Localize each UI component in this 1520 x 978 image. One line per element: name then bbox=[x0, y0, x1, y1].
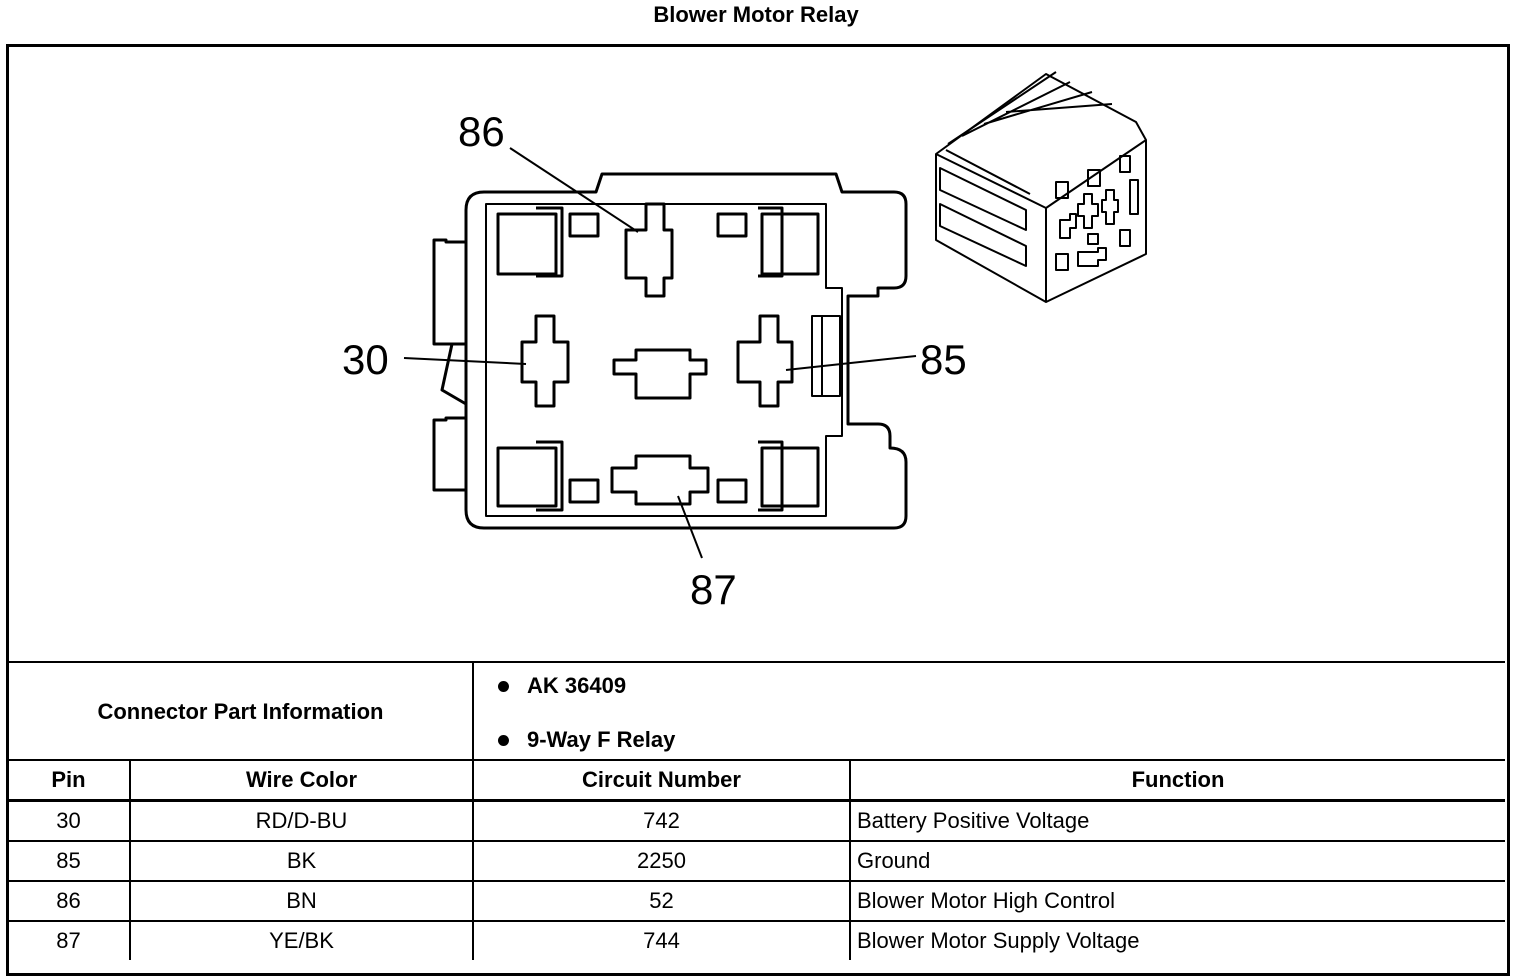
cell-pin: 86 bbox=[8, 880, 131, 922]
connector-info-label: Connector Part Information bbox=[9, 663, 474, 760]
left-latch-wedge bbox=[440, 342, 467, 406]
bullet-icon bbox=[498, 680, 509, 692]
left-latch-bottom bbox=[432, 416, 466, 492]
leader-30 bbox=[403, 357, 527, 365]
connector-part-information: Connector Part Information AK 36409 9-Wa… bbox=[9, 661, 1505, 760]
cell-pin: 85 bbox=[8, 840, 131, 882]
header-circuit-number: Circuit Number bbox=[472, 759, 851, 802]
connector-info-items: AK 36409 9-Way F Relay bbox=[474, 663, 1505, 760]
cell-circuit: 52 bbox=[472, 880, 851, 922]
cell-pin: 30 bbox=[8, 799, 131, 842]
small-cavity-2 bbox=[716, 212, 748, 238]
cell-circuit: 742 bbox=[472, 799, 851, 842]
pin-label-85: 85 bbox=[920, 336, 967, 383]
cavity-top-left bbox=[496, 206, 564, 278]
cell-wire-color: BN bbox=[129, 880, 474, 922]
connector-info-item: AK 36409 bbox=[498, 673, 626, 699]
small-cavity-4 bbox=[716, 478, 748, 504]
table-row: 87 YE/BK 744 Blower Motor Supply Voltage bbox=[8, 920, 1505, 960]
header-function: Function bbox=[849, 759, 1505, 802]
leader-85 bbox=[785, 355, 917, 371]
terminal-30 bbox=[520, 314, 570, 408]
connector-diagram: 86 30 85 87 bbox=[6, 44, 1507, 661]
terminal-86 bbox=[624, 202, 674, 298]
header-pin: Pin bbox=[8, 759, 131, 802]
cell-function: Ground bbox=[849, 840, 1505, 882]
left-latch-top bbox=[432, 238, 466, 346]
cell-function: Battery Positive Voltage bbox=[849, 799, 1505, 842]
connector-info-item: 9-Way F Relay bbox=[498, 727, 675, 753]
leader-87 bbox=[677, 495, 703, 559]
connector-body-outline bbox=[464, 172, 908, 530]
cell-pin: 87 bbox=[8, 920, 131, 960]
terminal-87 bbox=[610, 454, 710, 506]
header-wire-color: Wire Color bbox=[129, 759, 474, 802]
small-cavity-1 bbox=[568, 212, 600, 238]
cavity-top-right bbox=[758, 206, 820, 278]
table-row: 30 RD/D-BU 742 Battery Positive Voltage bbox=[8, 799, 1505, 842]
connector-face-drawing: 86 30 85 87 bbox=[342, 71, 1147, 613]
cell-wire-color: RD/D-BU bbox=[129, 799, 474, 842]
pin-label-30: 30 bbox=[342, 336, 389, 383]
terminal-center bbox=[612, 348, 708, 400]
cavity-bottom-left bbox=[496, 440, 564, 512]
terminal-85 bbox=[736, 314, 794, 408]
cell-circuit: 2250 bbox=[472, 840, 851, 882]
cavity-bottom-right bbox=[758, 440, 820, 512]
table-header-row: Pin Wire Color Circuit Number Function bbox=[8, 759, 1505, 802]
cell-function: Blower Motor Supply Voltage bbox=[849, 920, 1505, 960]
right-side-tab bbox=[811, 315, 841, 397]
leader-86 bbox=[509, 147, 639, 233]
bullet-icon bbox=[498, 734, 509, 746]
cell-circuit: 744 bbox=[472, 920, 851, 960]
diagram-frame bbox=[6, 44, 1510, 976]
small-cavity-3 bbox=[568, 478, 600, 504]
table-row: 85 BK 2250 Ground bbox=[8, 840, 1505, 882]
table-row: 86 BN 52 Blower Motor High Control bbox=[8, 880, 1505, 922]
connector-inner-outline bbox=[485, 203, 843, 517]
page-title: Blower Motor Relay bbox=[653, 2, 859, 27]
pin-label-87: 87 bbox=[690, 566, 737, 613]
relay-connector-isometric bbox=[935, 71, 1147, 303]
cell-wire-color: YE/BK bbox=[129, 920, 474, 960]
pin-table: Pin Wire Color Circuit Number Function 3… bbox=[8, 759, 1505, 960]
cell-wire-color: BK bbox=[129, 840, 474, 882]
pin-label-86: 86 bbox=[458, 108, 505, 155]
cell-function: Blower Motor High Control bbox=[849, 880, 1505, 922]
